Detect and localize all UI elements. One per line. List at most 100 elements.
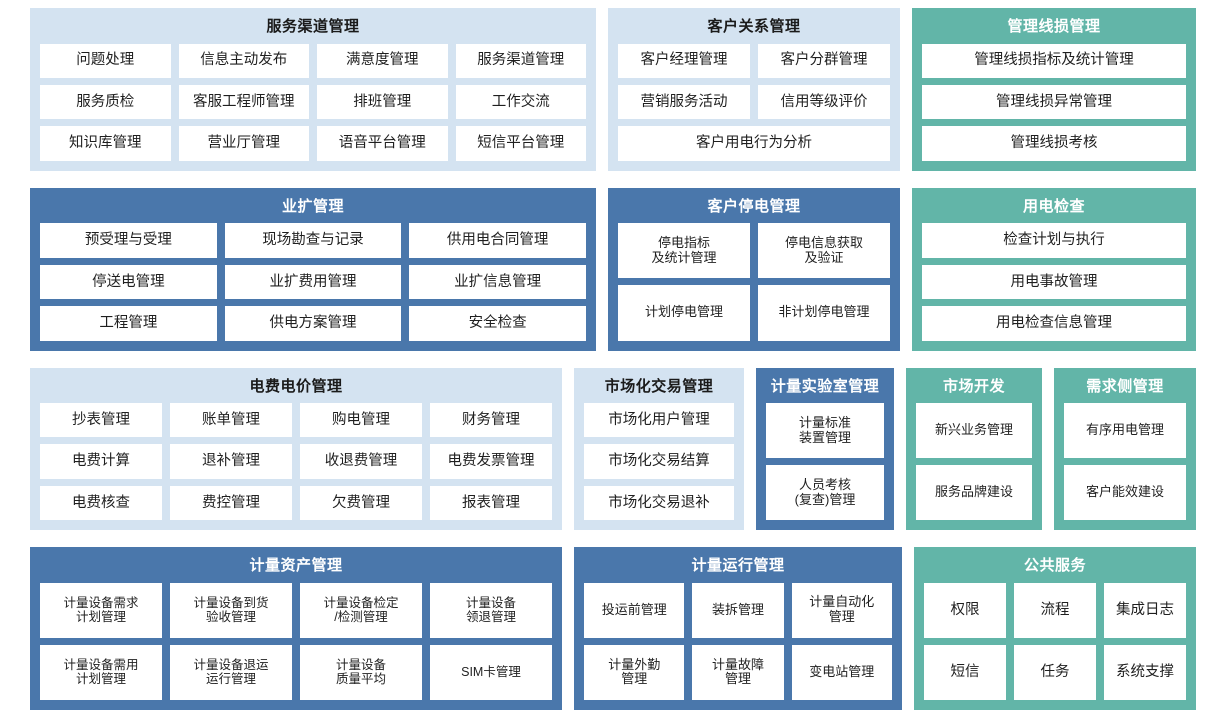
tile-item[interactable]: 市场化交易结算 [584, 444, 734, 479]
tile-item[interactable]: 变电站管理 [791, 644, 892, 700]
tile-item[interactable]: 抄表管理 [40, 403, 162, 438]
panel-title: 公共服务 [1023, 557, 1086, 575]
tile-grid: 检查计划与执行 用电事故管理 用电检查信息管理 [922, 223, 1186, 341]
tile-item[interactable]: 现场勘查与记录 [224, 223, 402, 258]
tile-item[interactable]: 工作交流 [455, 84, 586, 120]
tile-item[interactable]: 知识库管理 [40, 126, 171, 161]
tile-item[interactable]: 信用等级评价 [758, 84, 890, 120]
tile-item[interactable]: 计量设备需用 计划管理 [40, 644, 162, 700]
panel-customer-outage-management[interactable]: 客户停电管理 停电指标 及统计管理 停电信息获取 及验证 计划停电管理 非计划停… [608, 187, 900, 351]
tile-item[interactable]: 排班管理 [317, 84, 448, 120]
tile-item[interactable]: 客户用电行为分析 [618, 126, 890, 161]
tile-item[interactable]: 管理线损指标及统计管理 [922, 43, 1186, 78]
tile-item[interactable]: SIM卡管理 [430, 644, 552, 700]
tile-item[interactable]: 电费核查 [40, 485, 162, 521]
tile-item[interactable]: 计量自动化 管理 [791, 582, 892, 638]
panel-metering-laboratory-management[interactable]: 计量实验室管理 计量标准 装置管理 人员考核 (复查)管理 [756, 367, 894, 531]
tile-item[interactable]: 供电方案管理 [224, 306, 402, 341]
tile-item[interactable]: 集成日志 [1104, 582, 1186, 638]
tile-item[interactable]: 用电检查信息管理 [922, 306, 1186, 341]
tile-item[interactable]: 计量故障 管理 [692, 644, 784, 700]
tile-item[interactable]: 账单管理 [170, 403, 292, 438]
tile-item[interactable]: 计划停电管理 [618, 285, 750, 341]
tile-item[interactable]: 服务质检 [40, 84, 171, 120]
tile-item[interactable]: 市场化交易退补 [584, 485, 734, 521]
tile-item[interactable]: 营销服务活动 [618, 84, 750, 120]
tile-item[interactable]: 权限 [924, 582, 1006, 638]
panel-electricity-inspection[interactable]: 用电检查 检查计划与执行 用电事故管理 用电检查信息管理 [912, 187, 1196, 351]
tile-item[interactable]: 非计划停电管理 [758, 285, 890, 341]
tile-item[interactable]: 工程管理 [40, 306, 217, 341]
tile-row: 电费计算 退补管理 收退费管理 电费发票管理 [40, 444, 552, 479]
tile-row: 计量设备需求 计划管理 计量设备到货 验收管理 计量设备检定 /检测管理 计量设… [40, 582, 552, 638]
tile-item[interactable]: 购电管理 [300, 403, 422, 438]
tile-item[interactable]: 欠费管理 [300, 485, 422, 521]
tile-item[interactable]: 投运前管理 [584, 582, 685, 638]
panel-management-line-loss[interactable]: 管理线损管理 管理线损指标及统计管理 管理线损异常管理 管理线损考核 [912, 8, 1196, 171]
tile-item[interactable]: 供用电合同管理 [409, 223, 587, 258]
tile-item[interactable]: 费控管理 [170, 485, 292, 521]
tile-item[interactable]: 人员考核 (复查)管理 [766, 465, 884, 521]
panel-metering-operation-management[interactable]: 计量运行管理 投运前管理 装拆管理 计量自动化 管理 计量外勤 管理 计量故障 … [574, 547, 902, 710]
panel-service-channel-management[interactable]: 服务渠道管理 问题处理 信息主动发布 满意度管理 服务渠道管理 服务质检 客服工… [30, 8, 596, 171]
tile-item[interactable]: 收退费管理 [300, 444, 422, 479]
tile-item[interactable]: 管理线损异常管理 [922, 84, 1186, 120]
tile-item[interactable]: 短信平台管理 [455, 126, 586, 161]
tile-item[interactable]: 停送电管理 [40, 264, 217, 300]
tile-item[interactable]: 信息主动发布 [178, 43, 309, 78]
tile-item[interactable]: 任务 [1014, 644, 1096, 700]
tile-item[interactable]: 系统支撑 [1104, 644, 1186, 700]
tile-item[interactable]: 客户能效建设 [1064, 465, 1186, 521]
tile-item[interactable]: 装拆管理 [692, 582, 784, 638]
tile-item[interactable]: 有序用电管理 [1064, 403, 1186, 459]
tile-item[interactable]: 报表管理 [430, 485, 552, 521]
tile-item[interactable]: 服务品牌建设 [916, 465, 1032, 521]
tile-item[interactable]: 问题处理 [40, 43, 171, 78]
tile-item[interactable]: 满意度管理 [317, 43, 448, 78]
tile-item[interactable]: 停电信息获取 及验证 [758, 223, 890, 279]
tile-item[interactable]: 管理线损考核 [922, 126, 1186, 161]
tile-item[interactable]: 退补管理 [170, 444, 292, 479]
panel-demand-side-management[interactable]: 需求侧管理 有序用电管理 客户能效建设 [1054, 367, 1196, 531]
panel-electricity-fee-price-management[interactable]: 电费电价管理 抄表管理 账单管理 购电管理 财务管理 电费计算 退补管理 收退费… [30, 367, 562, 531]
tile-item[interactable]: 停电指标 及统计管理 [618, 223, 750, 279]
tile-row: 管理线损异常管理 [922, 84, 1186, 120]
tile-item[interactable]: 业扩信息管理 [409, 264, 587, 300]
tile-item[interactable]: 营业厅管理 [178, 126, 309, 161]
tile-item[interactable]: 计量标准 装置管理 [766, 403, 884, 459]
tile-grid: 预受理与受理 现场勘查与记录 供用电合同管理 停送电管理 业扩费用管理 业扩信息… [40, 223, 587, 341]
tile-item[interactable]: 客服工程师管理 [178, 84, 309, 120]
tile-item[interactable]: 计量设备需求 计划管理 [40, 582, 162, 638]
tile-item[interactable]: 检查计划与执行 [922, 223, 1186, 258]
tile-item[interactable]: 流程 [1014, 582, 1096, 638]
tile-row: 服务品牌建设 [916, 465, 1032, 521]
panel-metering-asset-management[interactable]: 计量资产管理 计量设备需求 计划管理 计量设备到货 验收管理 计量设备检定 /检… [30, 547, 562, 710]
tile-item[interactable]: 计量设备退运 运行管理 [170, 644, 292, 700]
tile-item[interactable]: 安全检查 [409, 306, 587, 341]
tile-item[interactable]: 计量设备到货 验收管理 [170, 582, 292, 638]
panel-customer-relationship-management[interactable]: 客户关系管理 客户经理管理 客户分群管理 营销服务活动 信用等级评价 客户用电行… [608, 8, 900, 171]
tile-item[interactable]: 电费发票管理 [430, 444, 552, 479]
tile-item[interactable]: 计量设备 质量平均 [300, 644, 422, 700]
tile-item[interactable]: 短信 [924, 644, 1006, 700]
panel-public-service[interactable]: 公共服务 权限 流程 集成日志 短信 任务 系统支撑 [914, 547, 1196, 710]
tile-item[interactable]: 计量设备检定 /检测管理 [300, 582, 422, 638]
tile-row: 短信 任务 系统支撑 [924, 644, 1186, 700]
tile-item[interactable]: 客户经理管理 [618, 43, 750, 78]
tile-item[interactable]: 财务管理 [430, 403, 552, 438]
tile-item[interactable]: 计量设备 领退管理 [430, 582, 552, 638]
tile-item[interactable]: 预受理与受理 [40, 223, 217, 258]
tile-item[interactable]: 客户分群管理 [758, 43, 890, 78]
tile-item[interactable]: 服务渠道管理 [455, 43, 586, 78]
panel-market-transaction-management[interactable]: 市场化交易管理 市场化用户管理 市场化交易结算 市场化交易退补 [574, 367, 744, 531]
tile-item[interactable]: 电费计算 [40, 444, 162, 479]
tile-item[interactable]: 计量外勤 管理 [584, 644, 685, 700]
tile-item[interactable]: 用电事故管理 [922, 264, 1186, 300]
tile-item[interactable]: 语音平台管理 [317, 126, 448, 161]
tile-item[interactable]: 业扩费用管理 [224, 264, 402, 300]
tile-item[interactable]: 市场化用户管理 [584, 403, 734, 438]
tile-row: 停送电管理 业扩费用管理 业扩信息管理 [40, 264, 587, 300]
panel-market-development[interactable]: 市场开发 新兴业务管理 服务品牌建设 [906, 367, 1042, 531]
tile-item[interactable]: 新兴业务管理 [916, 403, 1032, 459]
panel-business-expansion-management[interactable]: 业扩管理 预受理与受理 现场勘查与记录 供用电合同管理 停送电管理 业扩费用管理… [30, 187, 596, 351]
